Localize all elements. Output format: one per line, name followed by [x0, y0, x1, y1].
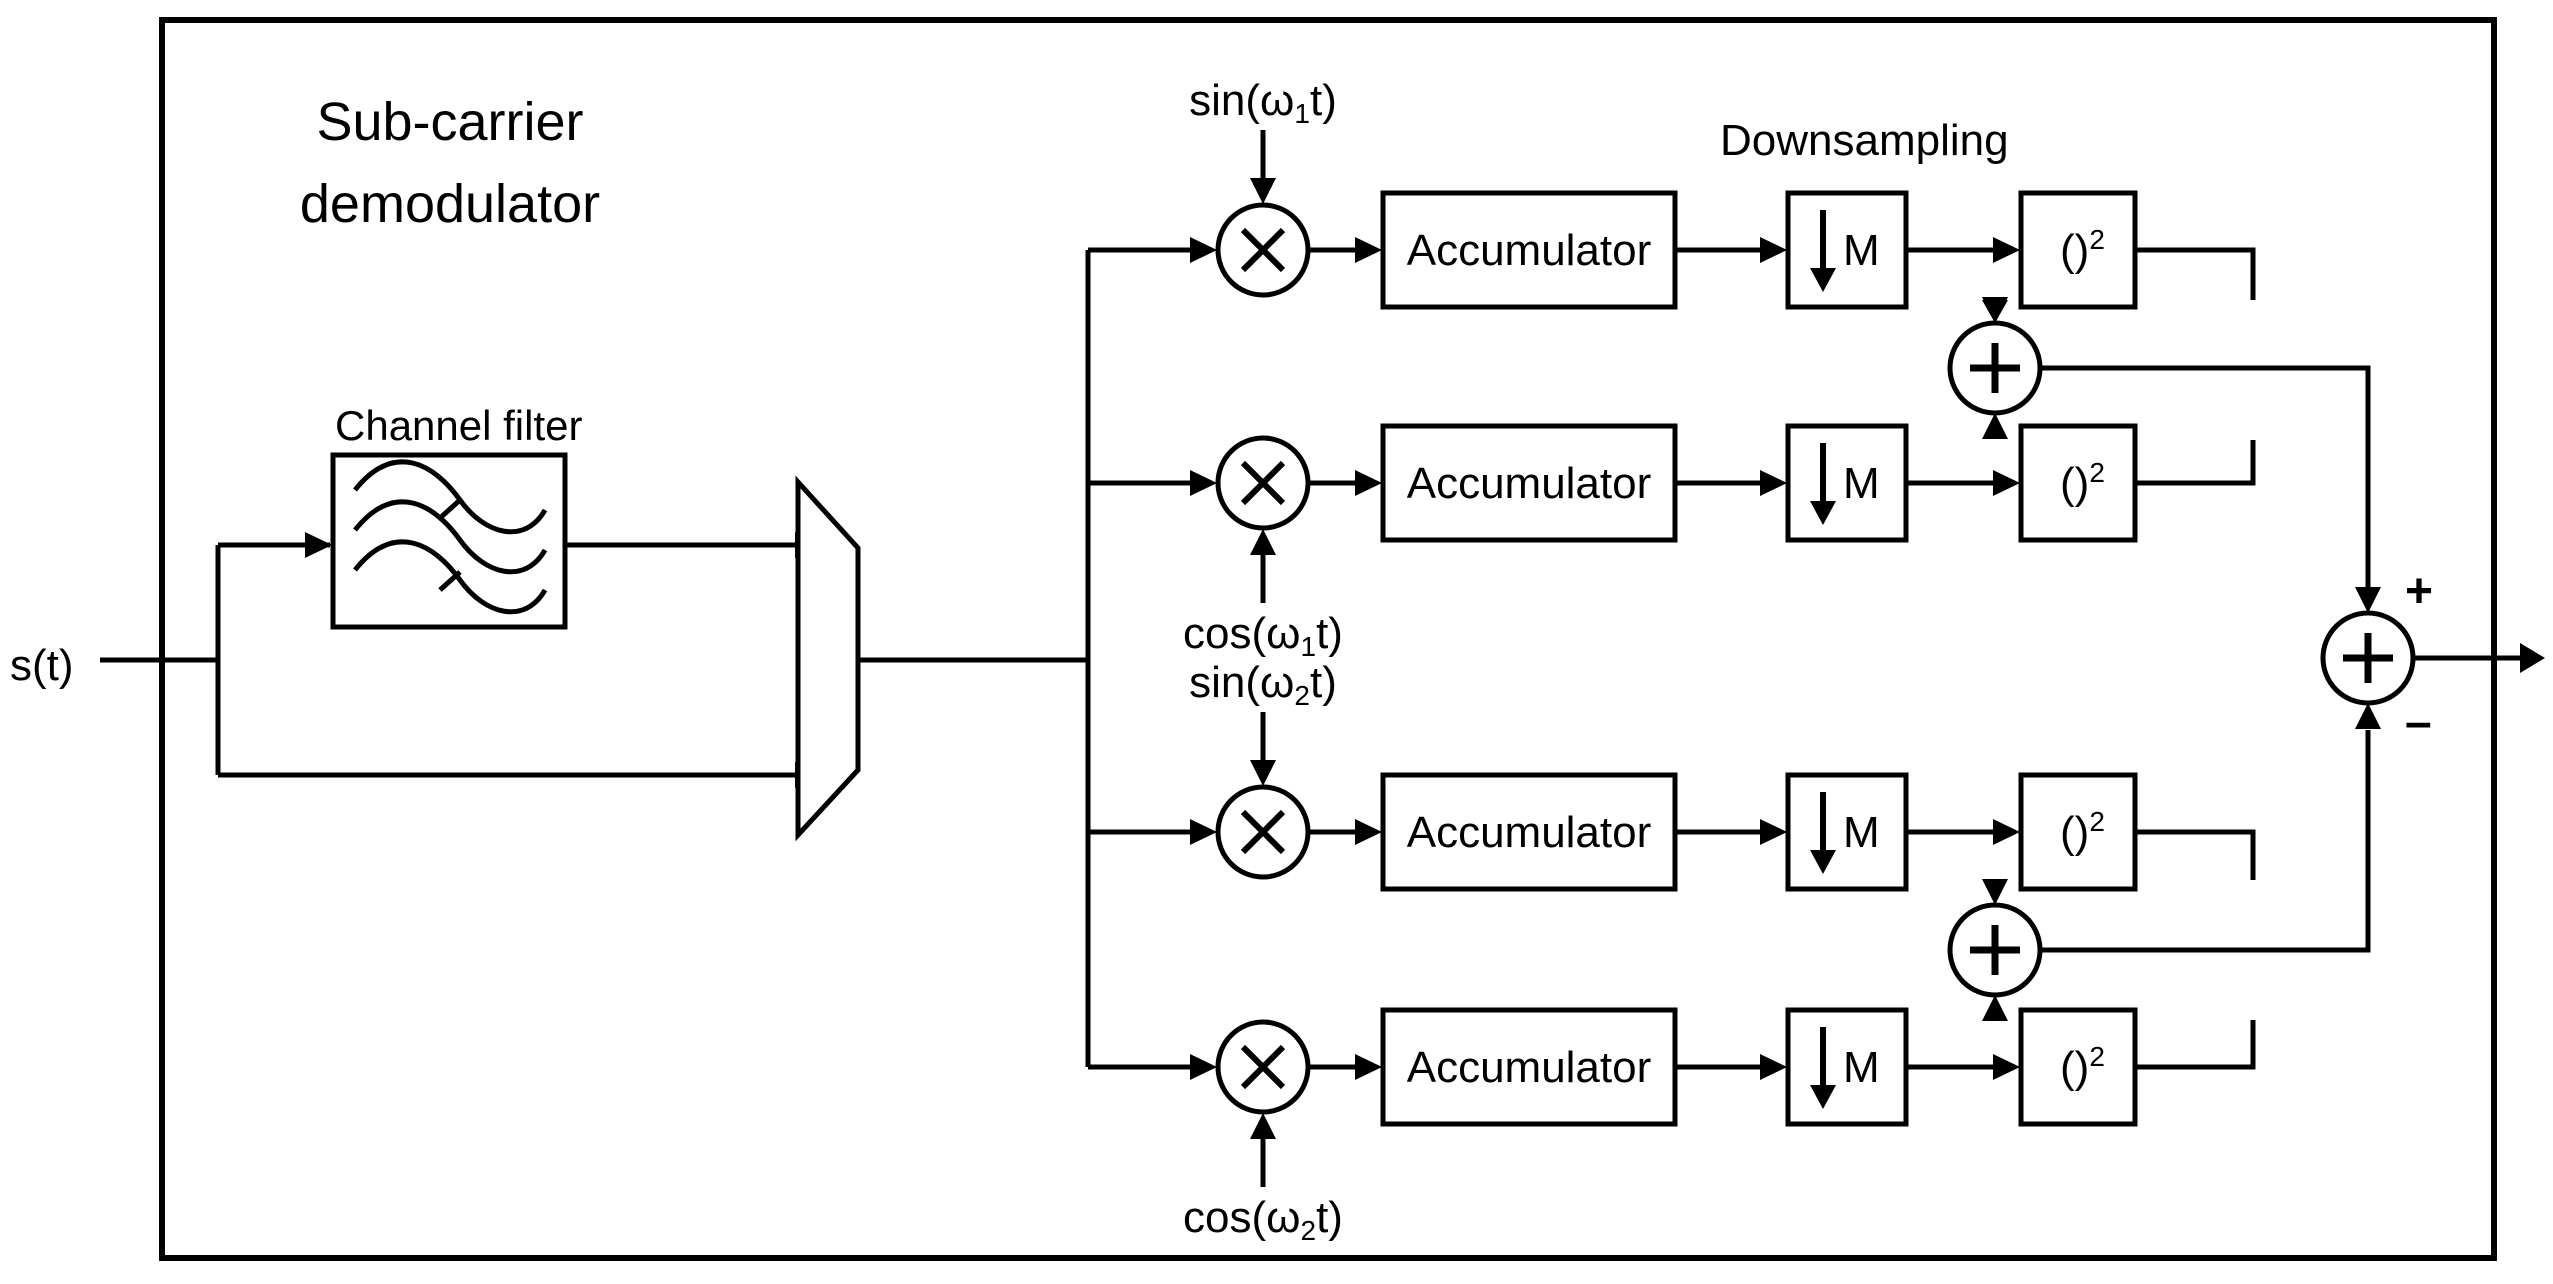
oscillator-arrow-head: [1250, 178, 1276, 204]
accumulator-box: [1380, 772, 1678, 892]
accumulator-box: [1380, 423, 1678, 543]
accumulator-label: Accumulator: [1407, 808, 1652, 857]
mixer-input-arrow-head: [1190, 470, 1217, 496]
squarer-label: ()2: [2060, 806, 2105, 857]
down-arrow-icon: [1810, 1085, 1836, 1109]
input-signal-label: s(t): [10, 641, 74, 690]
accumulator-input-arrow-head: [1355, 1054, 1382, 1080]
downsample-factor-label: M: [1843, 808, 1880, 857]
accumulator-box: [1380, 1007, 1678, 1127]
downsampler-input-arrow-head: [1760, 1054, 1787, 1080]
squarer-label: ()2: [2060, 1041, 2105, 1092]
downsampler-box: [1785, 772, 1909, 892]
block-title-line1: Sub-carrier: [316, 92, 583, 152]
demodulator-block-border: [159, 17, 2497, 1261]
downsampling-label: Downsampling: [1720, 116, 2009, 165]
output-arrow-head: [2520, 643, 2545, 673]
accumulator-input-arrow-head: [1355, 470, 1382, 496]
downsampler-box: [1785, 190, 1909, 310]
adder-upper: [1947, 320, 2043, 416]
channel-filter-label: Channel filter: [335, 402, 582, 449]
adder-input-arrows: [1982, 297, 2545, 1021]
accumulator-label: Accumulator: [1407, 1043, 1652, 1092]
oscillator-arrow-head: [1250, 1113, 1276, 1139]
mixer-input-arrow-head: [1190, 819, 1217, 845]
accumulator-input-arrow-head: [1355, 237, 1382, 263]
downsampler-input-arrow-head: [1760, 470, 1787, 496]
path-selector-mux: [795, 475, 861, 842]
channel-filter-icon: [353, 459, 548, 615]
accumulator-box: [1380, 190, 1678, 310]
accumulator-label: Accumulator: [1407, 459, 1652, 508]
oscillator-arrow-head: [1250, 760, 1276, 786]
squarer-box: [2018, 772, 2138, 892]
downsampler-input-arrow-head: [1760, 237, 1787, 263]
accumulator-input-arrow-head: [1355, 819, 1382, 845]
squarer-box: [2018, 190, 2138, 310]
mixer-multiply-icon: [1215, 784, 1311, 880]
oscillator-label: sin(ω1t): [1189, 76, 1337, 129]
squarer-label: ()2: [2060, 224, 2105, 275]
down-arrow-icon: [1810, 501, 1836, 525]
accumulator-label: Accumulator: [1407, 226, 1652, 275]
oscillator-arrow-head: [1250, 529, 1276, 555]
mixer-multiply-icon: [1215, 202, 1311, 298]
mixer-input-arrow-head: [1190, 237, 1217, 263]
squarer-input-arrow-head: [1993, 470, 2020, 496]
oscillator-label: cos(ω2t): [1183, 1193, 1343, 1246]
filter-in-arrow-head: [305, 532, 332, 558]
mixer-multiply-icon: [1215, 435, 1311, 531]
oscillator-label: cos(ω1t): [1183, 609, 1343, 662]
block-title-line2: demodulator: [300, 174, 600, 234]
downsample-factor-label: M: [1843, 226, 1880, 275]
branch-row: sin(ω2t) Accumulator M ()2: [1088, 658, 2138, 892]
down-arrow-icon: [1810, 850, 1836, 874]
squarer-box: [2018, 423, 2138, 543]
down-arrow-icon: [1810, 268, 1836, 292]
mixer-input-arrow-head: [1190, 1054, 1217, 1080]
squarer-input-arrow-head: [1993, 819, 2020, 845]
oscillator-label: sin(ω2t): [1189, 658, 1337, 711]
final-sum-plus-sign: +: [2405, 565, 2433, 618]
squarer-input-arrow-head: [1993, 237, 2020, 263]
downsample-factor-label: M: [1843, 459, 1880, 508]
channel-filter-box: [330, 452, 568, 630]
adder-final: [2320, 610, 2416, 706]
adder-wires: [2040, 247, 2520, 1070]
downsampler-box: [1785, 423, 1909, 543]
squarer-label: ()2: [2060, 457, 2105, 508]
mixer-multiply-icon: [1215, 1019, 1311, 1115]
squarer-input-arrow-head: [1993, 1054, 2020, 1080]
branch-row: cos(ω1t) Accumulator M ()2: [1088, 423, 2138, 662]
branch-row: cos(ω2t) Accumulator M ()2: [1088, 1007, 2138, 1246]
branch-row: sin(ω1t) Accumulator M ()2: [1088, 76, 2138, 310]
adder-lower: [1947, 902, 2043, 998]
final-sum-minus-sign: –: [2405, 696, 2432, 749]
downsample-factor-label: M: [1843, 1043, 1880, 1092]
downsampler-input-arrow-head: [1760, 819, 1787, 845]
